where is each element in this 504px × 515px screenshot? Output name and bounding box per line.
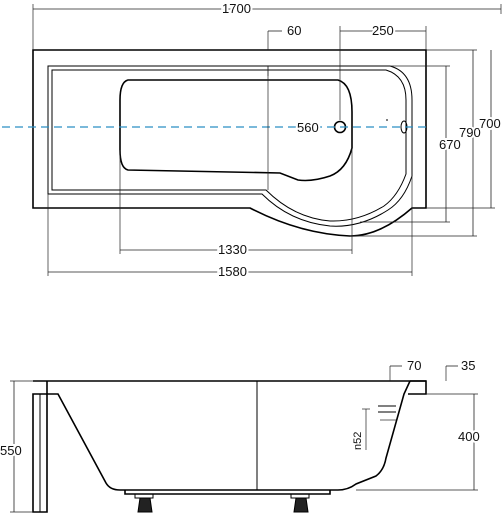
side-apron-panel [32, 393, 48, 513]
dim-790: 790 [350, 49, 483, 237]
dim-label-700: 700 [479, 116, 501, 131]
tub-inner-edge [47, 65, 413, 227]
dim-label-1330: 1330 [218, 242, 247, 257]
tub-outer-rim [32, 49, 427, 237]
dim-560: 560 [267, 66, 321, 190]
dim-label-670: 670 [439, 137, 461, 152]
dim-35: 35 [445, 358, 475, 381]
dim-label-560: 560 [297, 120, 319, 135]
dim-1330: 1330 [119, 148, 353, 259]
dim-label-400: 400 [458, 429, 480, 444]
side-rim-right [408, 380, 427, 395]
dim-400: 400 [356, 393, 482, 491]
dim-label-35: 35 [461, 358, 475, 373]
tub-inner-edge-2 [51, 69, 407, 222]
dim-670: 670 [360, 65, 463, 223]
dim-label-1580: 1580 [218, 264, 247, 279]
dim-label-70: 70 [407, 358, 421, 373]
dim-label-790: 790 [459, 125, 481, 140]
dim-label-550: 550 [0, 443, 22, 458]
dim-1700: 1700 [32, 0, 502, 50]
top-view: 1700 60 250 560 670 [2, 0, 503, 281]
dim-70: 70 [389, 358, 421, 381]
side-tub-body [46, 380, 411, 491]
overflow-marker-side: n52 [352, 405, 396, 450]
dim-label-60: 60 [287, 23, 301, 38]
dim-250: 250 [339, 21, 427, 120]
foot-right-icon [290, 493, 310, 513]
dim-label-n52: n52 [352, 432, 364, 450]
dim-label-1700: 1700 [222, 1, 251, 16]
side-tub-inner [57, 393, 107, 484]
dim-label-250: 250 [372, 23, 394, 38]
foot-left-icon [134, 493, 154, 513]
side-base-frame [124, 490, 331, 495]
dim-700: 700 [426, 50, 503, 209]
dim-1580: 1580 [47, 176, 413, 281]
tub-basin-floor [119, 79, 353, 182]
side-view: n52 70 35 550 400 [0, 358, 482, 513]
dim-550: 550 [0, 380, 33, 513]
